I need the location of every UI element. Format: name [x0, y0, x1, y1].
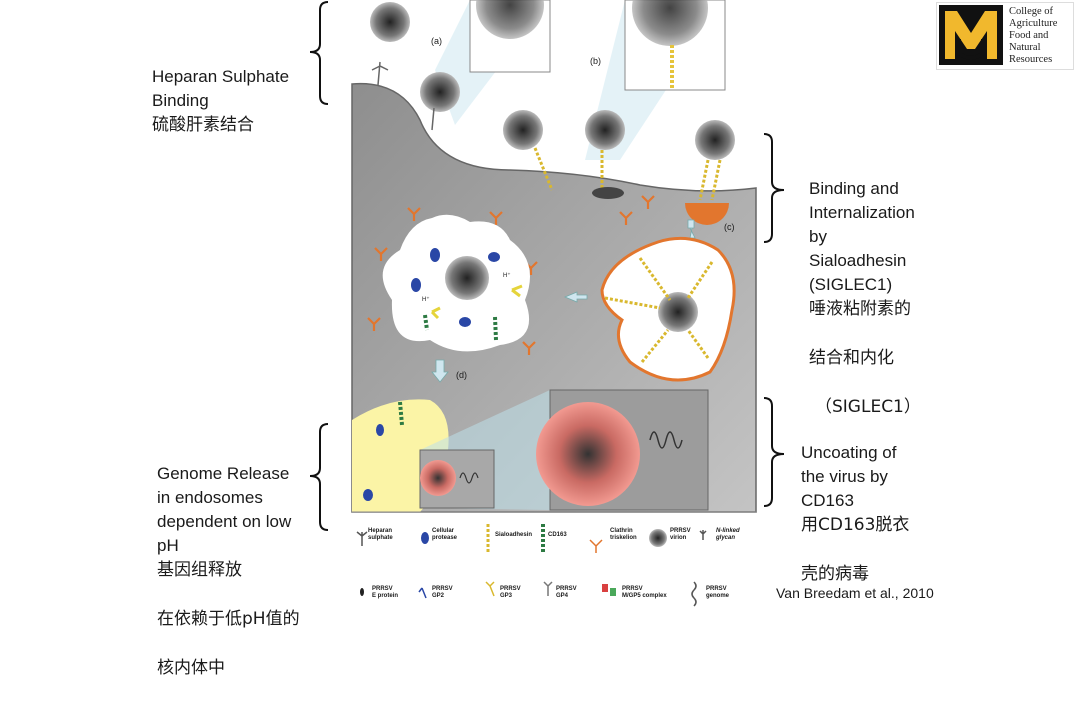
legend-glycan: N-linked glycan — [716, 528, 740, 541]
label-genome-release: Genome Release in endosomes dependent on… — [157, 438, 300, 705]
zoom-inset-bottom — [352, 389, 709, 512]
legend-genome: PRRSV genome — [706, 586, 730, 599]
arrow-left — [563, 291, 588, 303]
legend-icons — [356, 524, 707, 607]
label-heparan-zh: 硫酸肝素结合 — [152, 115, 254, 135]
label-uncoat-zh2: 壳的病毒 — [801, 564, 869, 584]
mu-logo-icon — [939, 5, 1003, 65]
legend-protease: Cellular protease — [432, 528, 458, 541]
prrsv-entry-diagram — [351, 0, 757, 608]
virion-group — [370, 2, 735, 201]
clathrin-triskelions — [367, 195, 655, 355]
label-sialoadhesin: Binding and Internalization by Sialoadhe… — [809, 153, 921, 444]
label-sialo-zh1: 唾液粘附素的 — [809, 299, 911, 319]
label-genome-zh3: 核内体中 — [157, 658, 225, 678]
proton-mark-1: H⁺ — [503, 273, 511, 279]
label-uncoat-en: Uncoating of the virus by CD163 — [801, 443, 897, 510]
left-braces — [309, 1, 329, 531]
zoom-inset-a — [435, 0, 551, 125]
legend-clathrin: Clathrin triskelion — [610, 528, 637, 541]
panel-label-d: (d) — [456, 370, 467, 380]
label-sialo-zh3: （SIGLEC1） — [815, 397, 921, 417]
label-genome-zh1: 基因组释放 — [157, 560, 242, 580]
label-uncoating: Uncoating of the virus by CD163 用CD163脱衣… — [801, 417, 909, 611]
legend-virion: PRRSV virion — [670, 528, 691, 541]
college-name: College of Agriculture Food and Natural … — [1009, 6, 1058, 65]
label-uncoat-zh1: 用CD163脱衣 — [801, 515, 910, 535]
legend-sialoadhesin: Sialoadhesin — [495, 532, 533, 538]
proton-mark-2: H⁺ — [422, 297, 430, 303]
label-sialo-zh2: 结合和内化 — [809, 348, 894, 368]
panel-label-c: (c) — [724, 222, 735, 232]
label-sialo-en: Binding and Internalization by Sialoadhe… — [809, 179, 915, 294]
legend-m-gp5: PRRSV M/GP5 complex — [622, 586, 667, 599]
label-heparan-en: Heparan Sulphate Binding — [152, 67, 290, 110]
legend-heparan: Heparan sulphate — [368, 528, 393, 541]
label-genome-en: Genome Release in endosomes dependent on… — [157, 464, 292, 555]
right-braces — [763, 133, 785, 507]
panel-label-b: (b) — [590, 56, 601, 66]
legend-gp2: PRRSV GP2 — [432, 586, 453, 599]
university-logo — [936, 2, 1074, 70]
arrow-down-d — [431, 359, 449, 383]
label-heparan-binding: Heparan Sulphate Binding 硫酸肝素结合 — [152, 41, 289, 162]
clathrin-coated-pit — [685, 203, 729, 225]
citation: Van Breedam et al., 2010 — [776, 585, 934, 601]
legend-cd163: CD163 — [548, 532, 567, 538]
panel-label-a: (a) — [431, 36, 442, 46]
legend-e-protein: PRRSV E protein — [372, 586, 399, 599]
legend-gp3: PRRSV GP3 — [500, 586, 521, 599]
label-genome-zh2: 在依赖于低pH值的 — [157, 609, 300, 629]
legend-gp4: PRRSV GP4 — [556, 586, 577, 599]
